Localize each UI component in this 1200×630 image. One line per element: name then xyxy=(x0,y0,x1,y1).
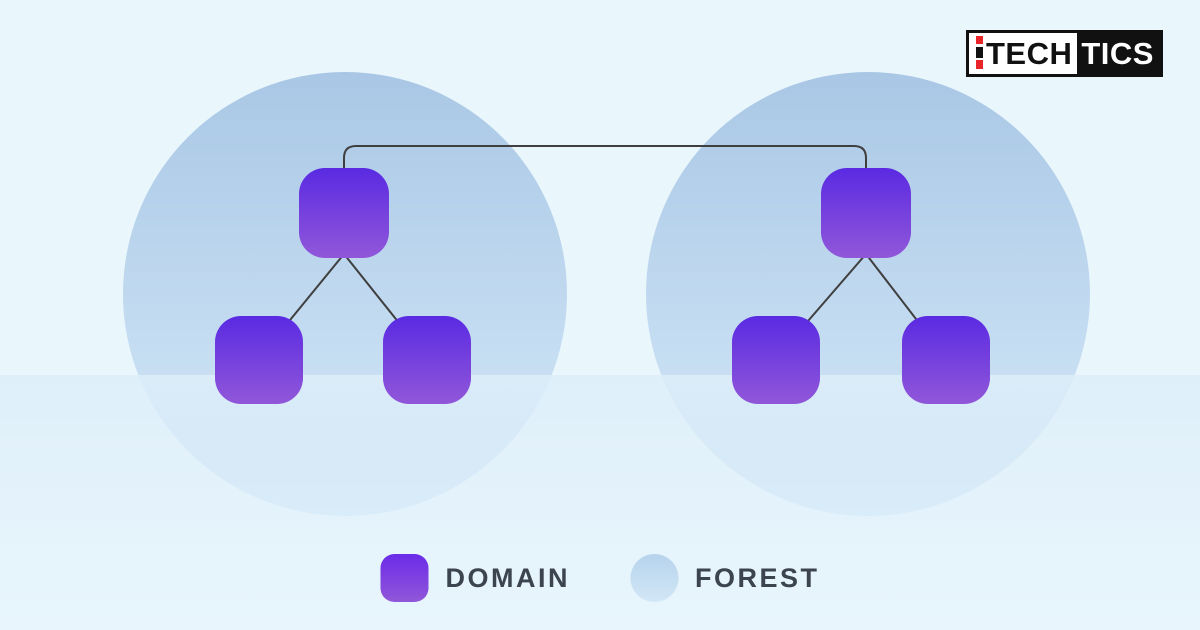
domain-node-forest2-root xyxy=(821,168,911,258)
domain-node-forest1-child2 xyxy=(383,316,471,404)
legend-item-domain: DOMAIN xyxy=(380,554,570,602)
trust-line xyxy=(343,145,867,171)
logo-right-segment: TICS xyxy=(1077,33,1160,74)
itechtics-logo: TECH TICS xyxy=(965,30,1163,77)
forest-swatch-icon xyxy=(629,554,678,602)
logo-letter-i-icon xyxy=(975,36,983,69)
domain-node-forest1-root xyxy=(299,168,389,258)
domain-node-forest1-child1 xyxy=(215,316,303,404)
domain-swatch-icon xyxy=(380,554,429,602)
logo-text-tech: TECH xyxy=(985,36,1073,71)
domain-node-forest2-child2 xyxy=(902,316,990,404)
legend-item-forest: FOREST xyxy=(629,554,820,602)
legend: DOMAIN FOREST xyxy=(380,554,819,602)
legend-label-forest: FOREST xyxy=(694,562,820,593)
logo-text-tics: TICS xyxy=(1081,36,1154,71)
logo-left-segment: TECH xyxy=(968,33,1078,74)
domain-node-forest2-child1 xyxy=(732,316,820,404)
legend-label-domain: DOMAIN xyxy=(445,562,570,593)
